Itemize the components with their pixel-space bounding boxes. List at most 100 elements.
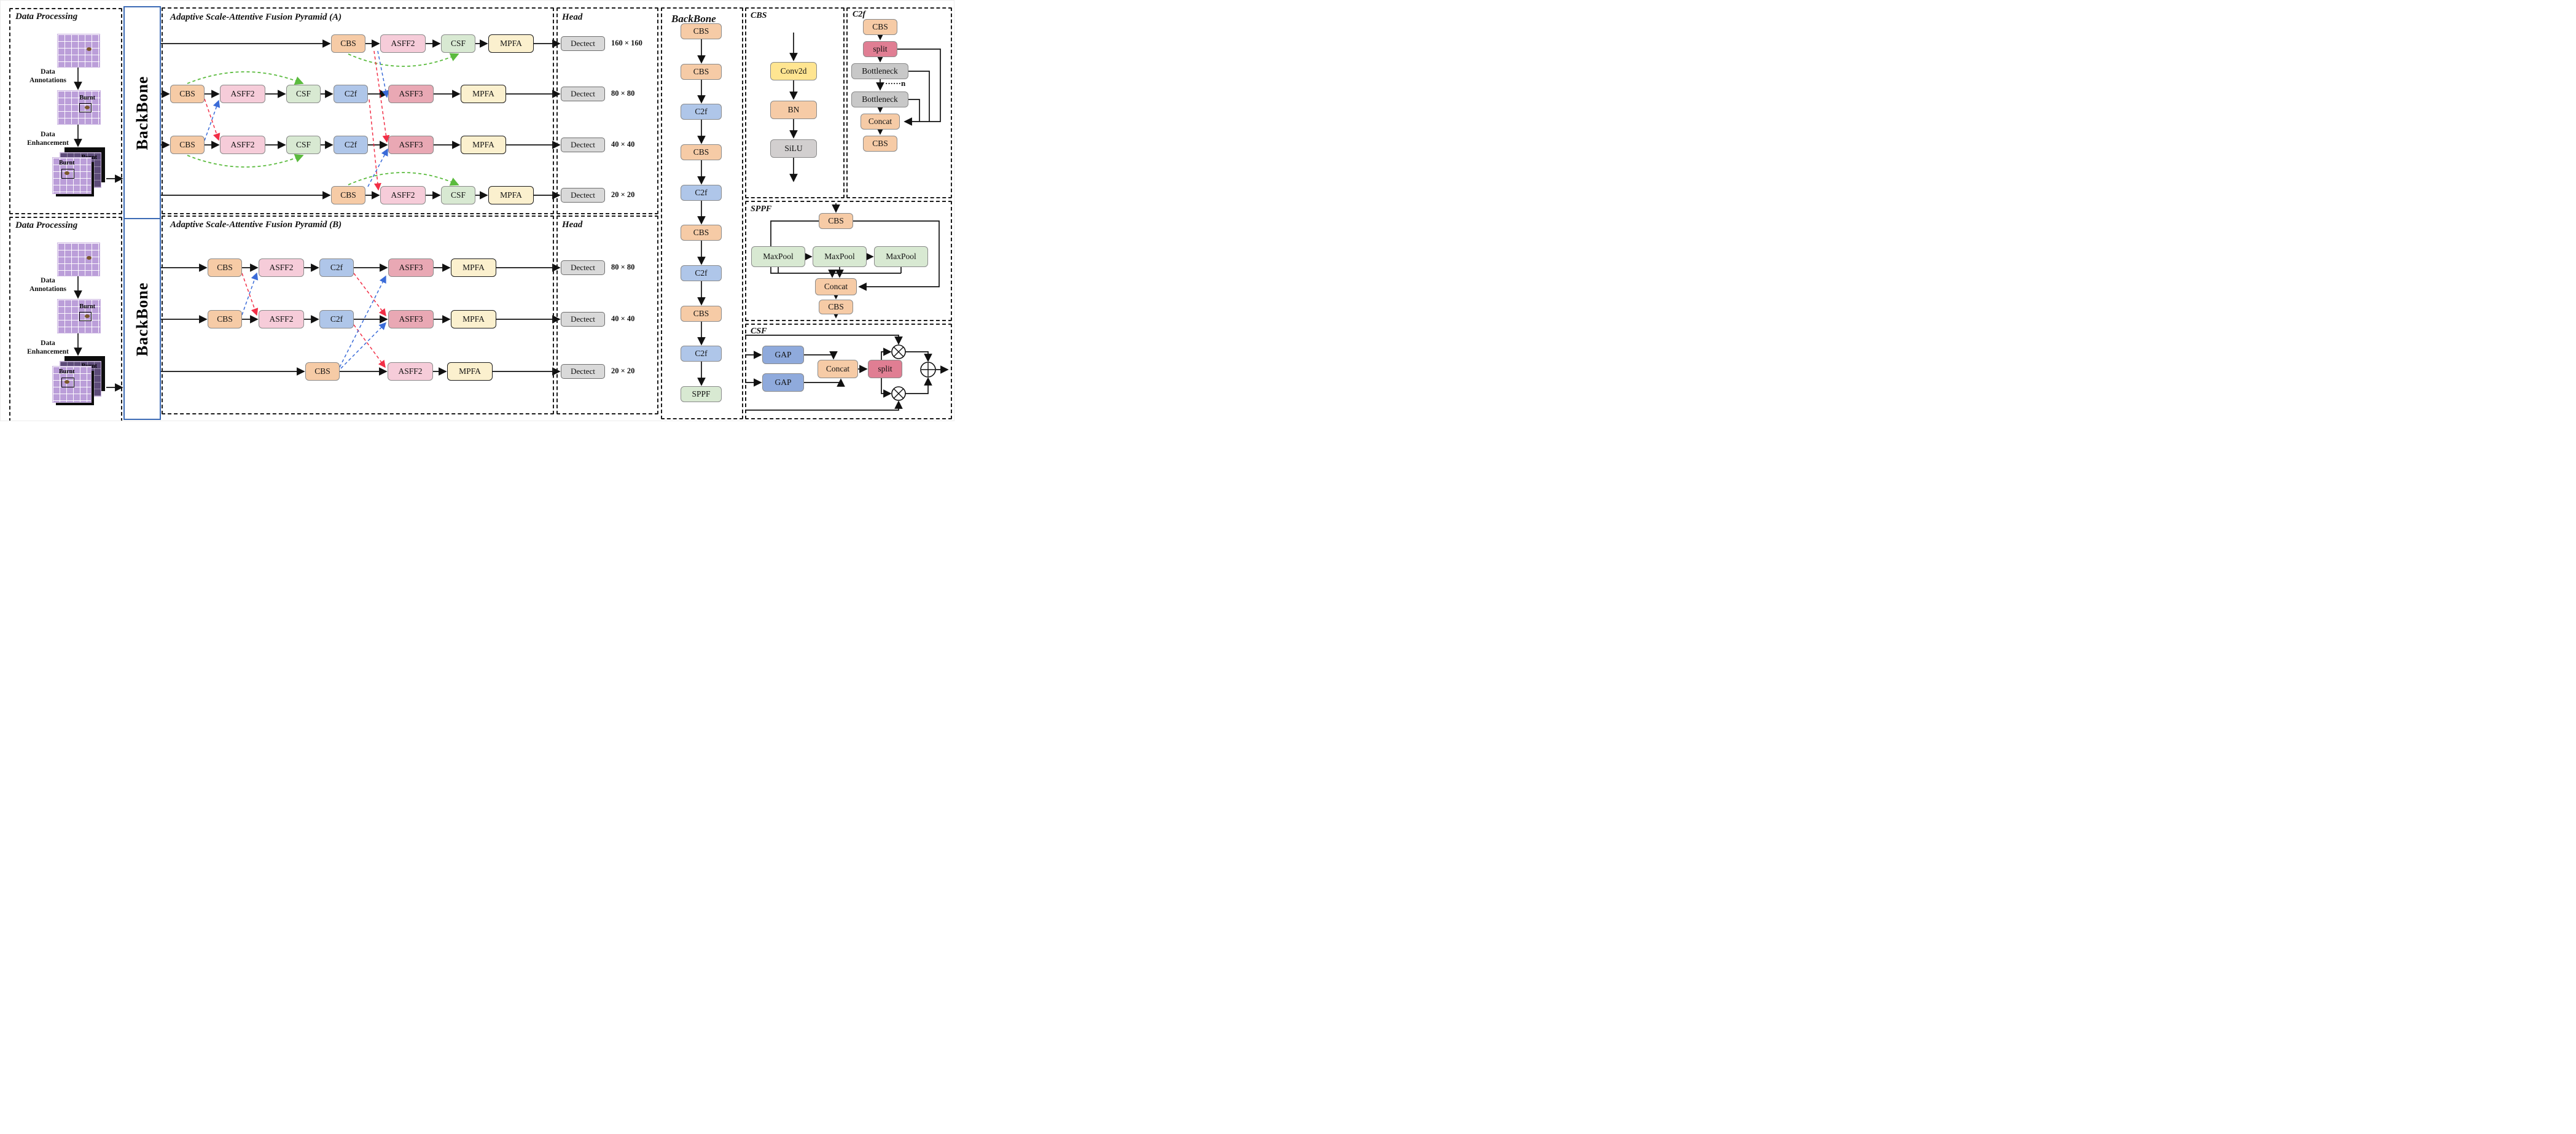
block-mpfa: MPFA	[461, 85, 506, 103]
stack-layer-front: Burnt	[52, 366, 92, 403]
block-bottleneck: Bottleneck	[851, 91, 908, 107]
block-maxpool: MaxPool	[751, 246, 805, 267]
feature-size-label: 80 × 80	[611, 263, 635, 271]
data-annotations-label-b: Data Annotations	[29, 277, 67, 293]
burn-spot	[64, 171, 69, 175]
data-annotations-label-a: Data Annotations	[29, 68, 67, 85]
block-c2f: C2f	[334, 136, 368, 154]
burn-spot	[87, 47, 92, 51]
burnt-label: Burnt	[79, 95, 95, 101]
annotation-bbox	[79, 103, 92, 112]
feature-size-label: 40 × 40	[611, 314, 635, 323]
data-processing-a-title: Data Processing	[15, 12, 78, 21]
sppf-detail-title: SPPF	[751, 204, 772, 214]
block-split: split	[863, 41, 897, 57]
detect-head: Dectect	[561, 364, 605, 379]
block-mpfa: MPFA	[447, 362, 493, 381]
block-c2f: C2f	[319, 310, 354, 328]
burnt-label: Burnt	[59, 160, 75, 166]
block-gap: GAP	[762, 346, 804, 364]
block-concat: Concat	[815, 278, 857, 295]
block-maxpool: MaxPool	[874, 246, 928, 267]
block-cbs: CBS	[681, 64, 722, 80]
block-cbs: CBS	[819, 213, 853, 229]
block-c2f: C2f	[681, 346, 722, 362]
panel-backbone-detail	[661, 7, 743, 419]
block-csf: CSF	[286, 85, 321, 103]
data-enhancement-label-b: Data Enhancement	[27, 340, 69, 356]
burn-spot	[85, 314, 90, 318]
detect-head: Dectect	[561, 36, 605, 51]
block-concat: Concat	[861, 114, 900, 130]
head-a-title: Head	[562, 12, 583, 22]
block-split: split	[868, 360, 902, 378]
c2f-detail-title: C2f	[853, 10, 865, 19]
feature-size-label: 20 × 20	[611, 190, 635, 199]
pyramid-b-title: Adaptive Scale-Attentive Fusion Pyramid …	[170, 220, 342, 230]
backbone-bar-b-label: BackBone	[133, 282, 151, 356]
head-b-title: Head	[562, 220, 583, 230]
data-enhancement-label-a: Data Enhancement	[27, 131, 69, 147]
backbone-detail-title: BackBone	[671, 13, 716, 25]
block-cbs: CBS	[170, 136, 205, 154]
block-c2f: C2f	[334, 85, 368, 103]
block-cbs: CBS	[863, 19, 897, 35]
block-c2f: C2f	[319, 258, 354, 277]
raw-image-b	[57, 243, 100, 276]
block-cbs: CBS	[681, 225, 722, 241]
feature-size-label: 80 × 80	[611, 89, 635, 98]
block-sppf: SPPF	[681, 386, 722, 402]
block-cbs: CBS	[681, 306, 722, 322]
backbone-bar-a-label: BackBone	[133, 76, 151, 150]
panel-sppf-detail	[745, 201, 952, 321]
feature-size-label: 40 × 40	[611, 140, 635, 149]
backbone-bar-a: BackBone	[123, 6, 161, 219]
block-asff2: ASFF2	[380, 34, 426, 53]
block-bottleneck: Bottleneck	[851, 63, 908, 79]
csf-detail-title: CSF	[751, 327, 767, 336]
block-cbs: CBS	[170, 85, 205, 103]
annotated-image-b: Burnt	[57, 299, 101, 333]
block-c2f: C2f	[681, 185, 722, 201]
detect-head: Dectect	[561, 87, 605, 101]
annotated-image-a: Burnt	[57, 90, 101, 125]
block-c2f: C2f	[681, 265, 722, 281]
block-cbs: CBS	[331, 186, 365, 204]
panel-data-processing-a	[9, 8, 122, 214]
block-cbs: CBS	[819, 300, 853, 314]
block-conv2d: Conv2d	[770, 62, 817, 80]
panel-cbs-detail	[745, 7, 845, 198]
block-mpfa: MPFA	[488, 34, 534, 53]
raw-image-a	[57, 34, 100, 68]
block-cbs: CBS	[863, 136, 897, 152]
panel-pyramid-b	[162, 216, 554, 414]
block-asff3: ASFF3	[388, 310, 434, 328]
cbs-detail-title: CBS	[751, 11, 767, 20]
block-cbs: CBS	[681, 144, 722, 160]
block-csf: CSF	[441, 186, 475, 204]
block-c2f: C2f	[681, 104, 722, 120]
block-cbs: CBS	[208, 310, 242, 328]
block-asff2: ASFF2	[220, 136, 265, 154]
panel-pyramid-a	[162, 7, 554, 214]
block-maxpool: MaxPool	[813, 246, 867, 267]
burnt-label: Burnt	[79, 303, 95, 310]
block-bn: BN	[770, 101, 817, 119]
block-mpfa: MPFA	[451, 310, 496, 328]
feature-size-label: 20 × 20	[611, 367, 635, 375]
block-cbs: CBS	[681, 23, 722, 39]
block-cbs: CBS	[208, 258, 242, 277]
block-concat: Concat	[818, 360, 858, 378]
block-mpfa: MPFA	[461, 136, 506, 154]
block-asff2: ASFF2	[380, 186, 426, 204]
block-gap: GAP	[762, 373, 804, 392]
panel-data-processing-b	[9, 217, 122, 421]
annotation-bbox	[61, 378, 74, 387]
data-processing-b-title: Data Processing	[15, 220, 78, 230]
block-mpfa: MPFA	[451, 258, 496, 277]
burn-spot	[87, 256, 92, 260]
detect-head: Dectect	[561, 312, 605, 327]
panel-c2f-detail	[846, 7, 952, 198]
block-mpfa: MPFA	[488, 186, 534, 204]
panel-head-b	[556, 216, 658, 414]
